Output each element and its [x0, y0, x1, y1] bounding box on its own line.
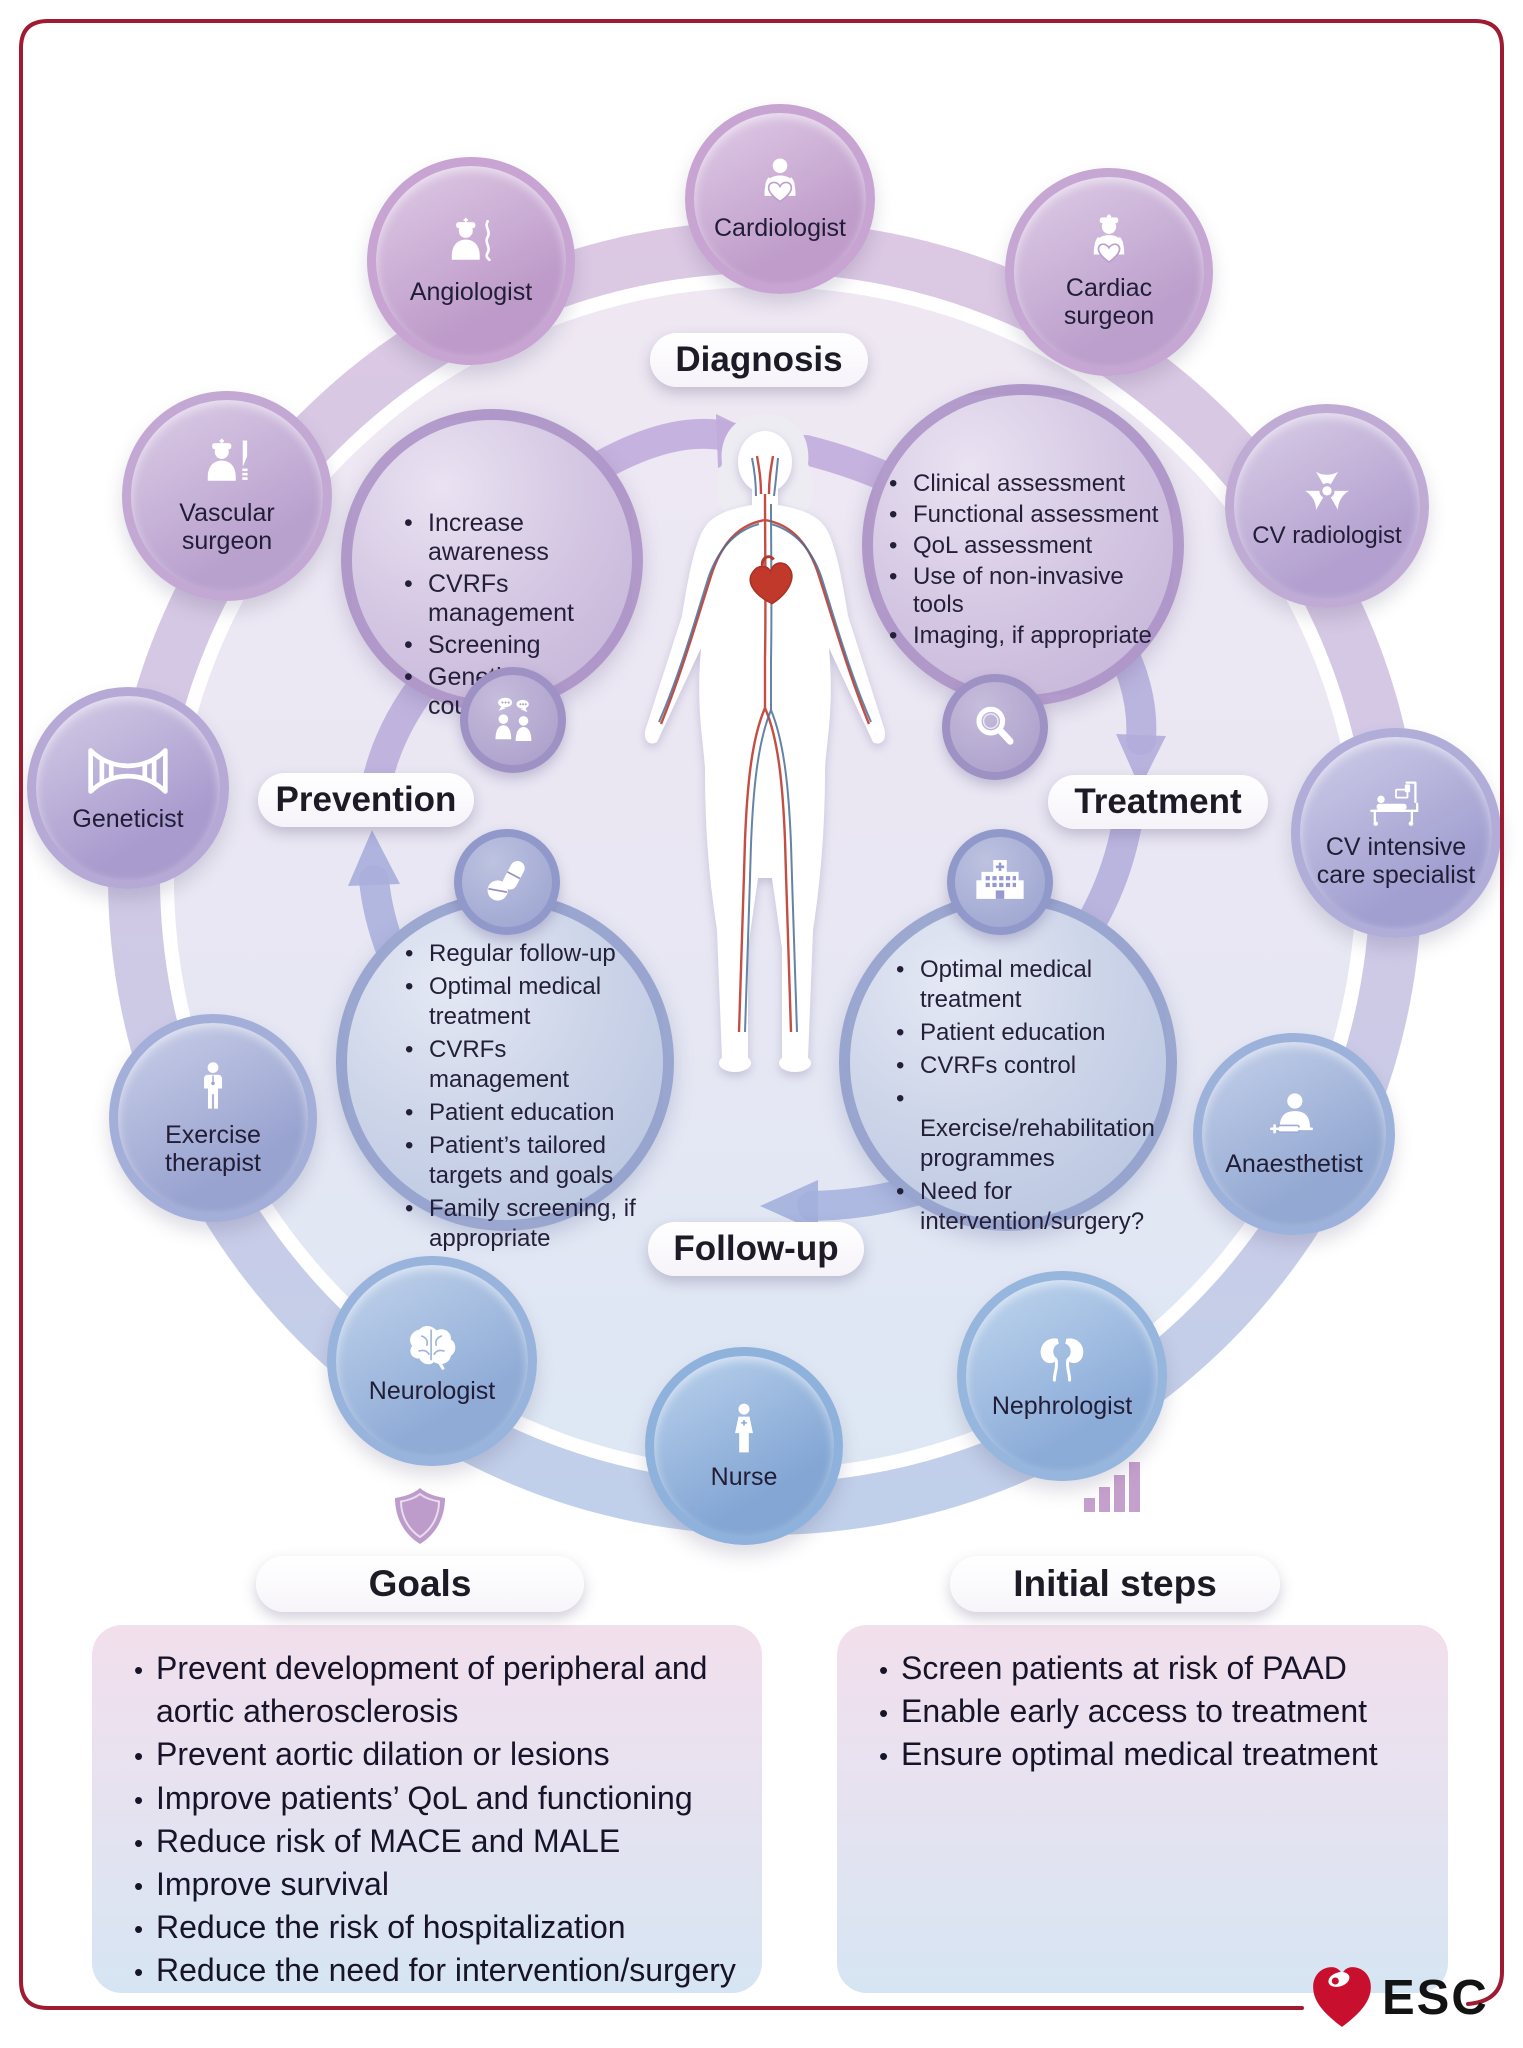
bullet-item: Prevent aortic dilation or lesions	[134, 1733, 740, 1776]
goals-box: Prevent development of peripheral and ao…	[92, 1625, 762, 1993]
bullet-item: Reduce the risk of hospitalization	[134, 1906, 740, 1949]
magnifier-satellite	[942, 674, 1048, 780]
specialist-label: Nurse	[710, 1463, 778, 1491]
cardiac-surgeon-icon	[1093, 214, 1125, 264]
bubble-follow-up: Regular follow-upOptimal medical treatme…	[336, 893, 674, 1252]
magnifier-icon	[976, 706, 1014, 745]
bullet-item: Improve survival	[134, 1863, 740, 1906]
bullet-item: Patient’s tailored targets and goals	[405, 1131, 653, 1191]
bullet-item: Regular follow-up	[405, 939, 653, 969]
kidneys-icon	[1040, 1338, 1084, 1382]
stage-label-follow-up: Follow-up	[648, 1222, 864, 1276]
bullet-item: Optimal medical treatment	[405, 972, 653, 1032]
specialist-cardiologist: Cardiologist	[685, 104, 875, 294]
pills-satellite	[454, 829, 560, 935]
bullet-item: Need for intervention/surgery?	[896, 1177, 1148, 1237]
brain-icon	[410, 1326, 456, 1370]
stage-label-treatment: Treatment	[1048, 775, 1268, 829]
bullet-item: Increase awareness	[404, 509, 636, 567]
radiology-icon	[1305, 471, 1349, 510]
bullet-item: Clinical assessment	[889, 470, 1173, 498]
bullet-item: Ensure optimal medical treatment	[879, 1733, 1426, 1776]
specialist-geneticist: Geneticist	[27, 687, 229, 889]
bullet-item: Optimal medical treatment	[896, 955, 1148, 1015]
hospital-icon	[976, 860, 1024, 899]
bullet-item: Imaging, if appropriate	[889, 622, 1173, 650]
esc-logo-text: ESC	[1382, 1971, 1489, 2025]
bullet-item: Enable early access to treatment	[879, 1690, 1426, 1733]
person-standing-icon	[204, 1062, 222, 1109]
initial-steps-title-text: Initial steps	[1013, 1563, 1217, 1604]
syringe-person-icon	[1269, 1093, 1313, 1134]
specialist-label: Angiologist	[409, 278, 533, 306]
stage-label-diagnosis: Diagnosis	[650, 333, 868, 387]
specialist-label: Exercise therapist	[165, 1121, 261, 1177]
stage-label-text: Follow-up	[673, 1229, 839, 1268]
bubble-treatment: Optimal medical treatmentPatient educati…	[839, 893, 1177, 1235]
bullet-item: CVRFs management	[404, 570, 636, 628]
bullet-item: Reduce the need for intervention/surgery	[134, 1949, 740, 1992]
specialist-anaesthetist: Anaesthetist	[1193, 1033, 1395, 1235]
specialist-vascular-surgeon: Vascular surgeon	[122, 391, 332, 601]
vascular-surgeon-icon	[207, 438, 248, 481]
bullet-item: Patient education	[896, 1018, 1148, 1048]
stage-label-text: Prevention	[275, 780, 457, 819]
bullet-item: Functional assessment	[889, 501, 1173, 529]
goals-title-pill: Goals	[256, 1556, 584, 1612]
pills-icon	[487, 861, 525, 901]
hospital-satellite	[947, 829, 1053, 935]
specialist-label: Vascular surgeon	[179, 499, 275, 555]
bullet-item: QoL assessment	[889, 532, 1173, 560]
specialist-label: CV radiologist	[1252, 521, 1402, 549]
bullet-item: Improve patients’ QoL and functioning	[134, 1777, 740, 1820]
people-talking-icon	[495, 697, 532, 741]
specialist-label: Cardiac surgeon	[1063, 274, 1155, 330]
goals-list: Prevent development of peripheral and ao…	[92, 1625, 762, 1993]
initial-steps-list: Screen patients at risk of PAADEnable ea…	[837, 1625, 1448, 1777]
bubble-diagnosis: Clinical assessmentFunctional assessment…	[862, 384, 1184, 706]
bubble-list: Optimal medical treatmentPatient educati…	[896, 952, 1155, 1240]
bullet-item: Screen patients at risk of PAAD	[879, 1647, 1426, 1690]
specialist-cv-radiologist: CV radiologist	[1225, 404, 1429, 608]
specialist-nephrologist: Nephrologist	[957, 1271, 1167, 1481]
bubble-list: Clinical assessmentFunctional assessment…	[889, 467, 1173, 653]
bullet-item: Family screening, if appropriate	[405, 1194, 653, 1254]
goals-title-text: Goals	[368, 1563, 472, 1604]
bullet-item: Reduce risk of MACE and MALE	[134, 1820, 740, 1863]
bullet-item: Patient education	[405, 1098, 653, 1128]
specialist-nurse: Nurse	[645, 1347, 843, 1545]
nurse-icon	[735, 1403, 753, 1453]
hospital-bed-icon	[1370, 781, 1419, 826]
specialist-label: Neurologist	[368, 1377, 496, 1405]
specialist-label: Cardiologist	[713, 214, 846, 242]
stage-label-text: Treatment	[1074, 782, 1242, 821]
angiologist-icon	[451, 217, 491, 262]
specialist-label: Anaesthetist	[1225, 1150, 1363, 1178]
bubble-list: Regular follow-upOptimal medical treatme…	[405, 936, 653, 1257]
specialist-angiologist: Angiologist	[367, 157, 575, 365]
bullet-item: Screening	[404, 631, 636, 660]
bubble-prevention-to-diagnosis: Increase awarenessCVRFs managementScreen…	[341, 409, 643, 720]
specialist-label: Nephrologist	[991, 1392, 1133, 1420]
specialist-label: CV intensive care specialist	[1316, 833, 1476, 889]
specialist-label: Geneticist	[72, 805, 184, 833]
bullet-item: Prevent development of peripheral and ao…	[134, 1647, 740, 1733]
bullet-item: CVRFs control	[896, 1051, 1148, 1081]
specialist-cv-intensive-care: CV intensive care specialist	[1291, 728, 1501, 938]
specialist-exercise-therapist: Exercise therapist	[109, 1014, 317, 1222]
bullet-item: Exercise/rehabilitation programmes	[896, 1084, 1155, 1174]
stage-label-prevention: Prevention	[258, 773, 474, 827]
initial-steps-box: Screen patients at risk of PAADEnable ea…	[837, 1625, 1448, 1993]
bullet-item: Use of non-invasive tools	[889, 563, 1173, 619]
dna-icon	[88, 748, 168, 794]
shield-icon	[395, 1488, 445, 1544]
bullet-item: CVRFs management	[405, 1035, 653, 1095]
initial-steps-title-pill: Initial steps	[950, 1556, 1280, 1612]
stage-label-text: Diagnosis	[675, 340, 843, 379]
specialist-cardiac-surgeon: Cardiac surgeon	[1005, 168, 1213, 376]
esc-heart-icon	[1313, 1967, 1371, 2027]
people-talking-satellite	[460, 667, 566, 773]
cardiologist-icon	[764, 158, 796, 203]
specialist-neurologist: Neurologist	[327, 1256, 537, 1466]
